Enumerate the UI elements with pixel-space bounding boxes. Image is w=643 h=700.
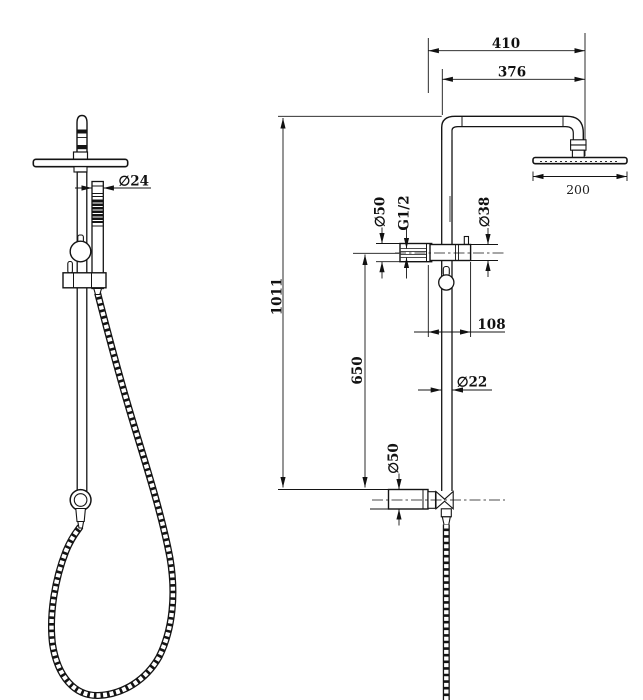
hose-cone: [441, 516, 451, 526]
diverter-knob: [69, 234, 92, 263]
dim-valve-body-diameter: ∅38: [477, 197, 493, 277]
dim-label-valve-body-diameter: ∅38: [477, 197, 493, 228]
dim-label-inlet-flange-diameter: ∅50: [373, 197, 389, 228]
riser-rail: [76, 171, 88, 495]
under-head-collar: [73, 166, 88, 173]
dim-bottom-bracket-diameter: ∅50: [386, 443, 402, 526]
dim-label-valve-projection: 108: [477, 317, 505, 333]
hose-connector-cone: [77, 520, 85, 529]
dim-arm-projection: 376: [442, 65, 585, 82]
dim-label-lower-rail-height: 650: [350, 356, 366, 384]
pillar-band: [77, 129, 87, 134]
top-pillar: [72, 114, 89, 160]
dim-head-diameter: 200: [532, 171, 628, 197]
bottom-rail-bracket: [69, 488, 92, 529]
dim-label-riser-pipe-diameter: ∅22: [457, 375, 488, 391]
shower-arm: [441, 115, 584, 140]
bracket-lever: [67, 260, 73, 274]
dim-overall-arm-width: 410: [428, 36, 585, 54]
thread-lines: [400, 248, 427, 258]
dim-label-overall-height: 1011: [270, 278, 286, 316]
bottom-outlet-bracket: [370, 488, 505, 526]
diverter-valve-body: [395, 235, 505, 291]
overhead-shower-head-side: [532, 156, 628, 165]
dim-inlet-thread: G1/2: [397, 195, 413, 279]
wand-grip: [92, 199, 104, 223]
dim-hand-shower-diameter: ∅24: [75, 174, 151, 191]
hand-shower-hose: [48, 292, 177, 700]
head-connector: [570, 139, 587, 159]
hand-shower-wand: [91, 180, 104, 296]
riser-pipe: [441, 140, 453, 491]
dim-label-inlet-thread: G1/2: [397, 195, 413, 230]
right-view-dimensioned: 410 376 200: [270, 33, 628, 700]
diverter-knob-ball: [438, 274, 455, 291]
dim-inlet-flange-diameter: ∅50: [373, 197, 389, 279]
dim-label-arm-projection: 376: [498, 65, 526, 81]
slider-bracket: [62, 260, 107, 289]
dim-overall-height: 1011: [270, 115, 442, 490]
dim-valve-projection: 108: [414, 262, 506, 337]
valve-top-tab: [463, 235, 470, 246]
head-collar: [72, 151, 89, 160]
dim-label-head-diameter: 200: [566, 182, 590, 197]
pillar-band: [77, 145, 87, 150]
hose-nut: [440, 508, 452, 518]
dim-label-bottom-bracket-diameter: ∅50: [386, 443, 402, 474]
dim-label-hand-shower-diameter: ∅24: [119, 174, 150, 190]
overhead-shower-head: [32, 158, 129, 168]
left-view-shower-column: ∅24: [32, 114, 177, 700]
dim-riser-pipe-diameter: ∅22: [418, 375, 492, 393]
wand-hose-nipple: [93, 287, 103, 296]
hose-connector-nut: [75, 507, 87, 523]
dim-lower-rail-height: 650: [350, 252, 399, 488]
dim-label-overall-arm-width: 410: [492, 36, 520, 52]
ext-lines-valve-right: [470, 244, 498, 261]
